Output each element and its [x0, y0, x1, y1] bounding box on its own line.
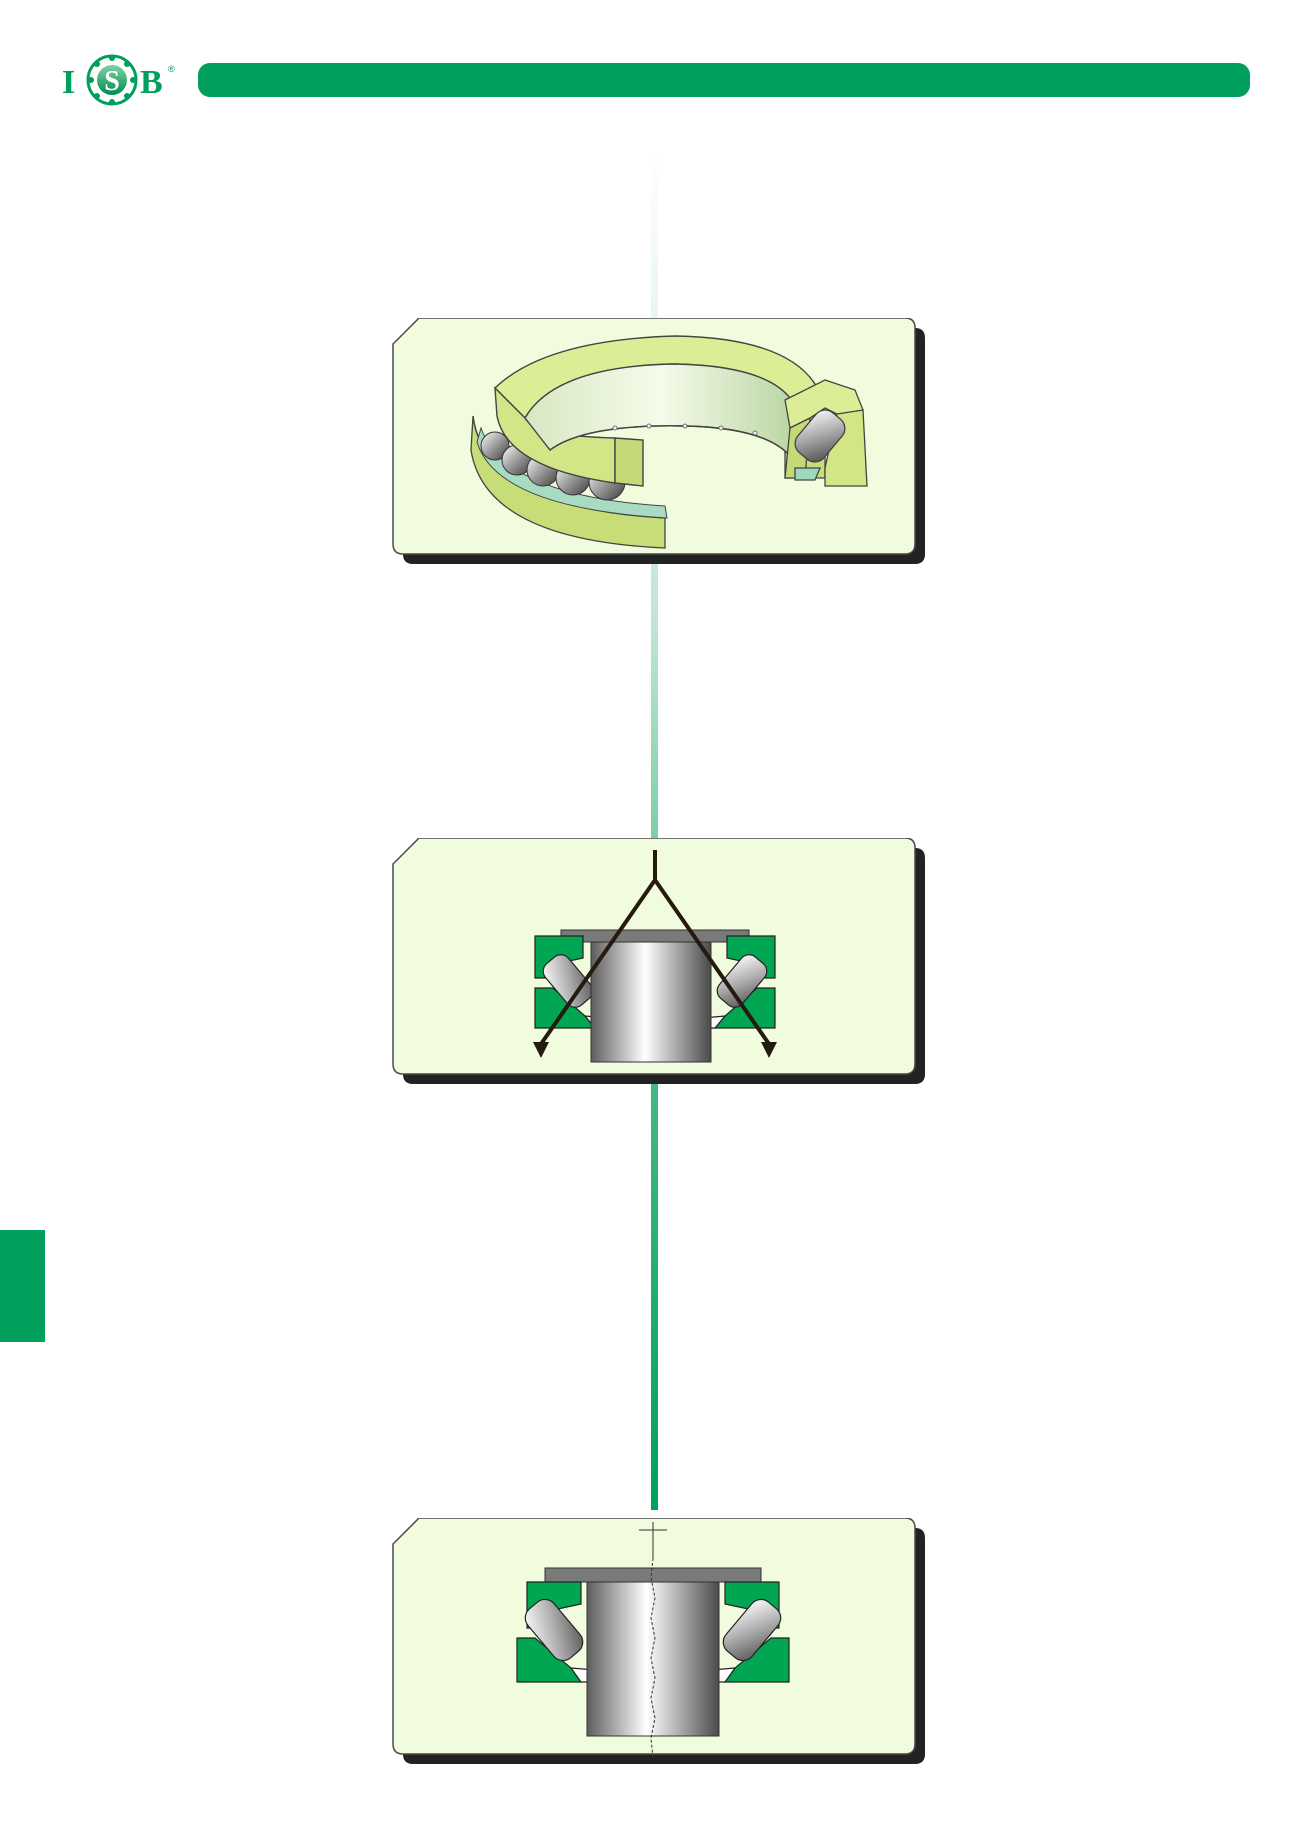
center-axis-line: [639, 1522, 667, 1759]
housing-left: [516, 1581, 596, 1683]
shaft-washer-section: [560, 929, 750, 943]
figure-panel-center-axis: [385, 1518, 945, 1774]
figure-panel-thrust-bearing: [385, 318, 945, 574]
housing-right: [710, 1581, 790, 1683]
shaft: [590, 941, 712, 1063]
header-bar: [198, 63, 1250, 97]
shaft-washer: [493, 335, 821, 487]
logo-letter-s: S: [104, 66, 120, 97]
logo-letter-b: B: [140, 64, 163, 101]
section-side-tab: [0, 1230, 45, 1342]
figure-panel-load-lines: [385, 838, 945, 1094]
arrow-down-icon: [761, 1042, 777, 1058]
vertical-connector-line: [648, 150, 662, 1510]
logo-letter-i: I: [62, 64, 75, 101]
logo-registered-mark: ®: [168, 64, 175, 74]
section-roller: [784, 379, 868, 487]
shaft: [586, 1581, 720, 1737]
load-lines: [539, 850, 771, 1046]
isb-logo: I S B ®: [60, 50, 180, 110]
arrow-down-icon: [533, 1042, 549, 1058]
shaft-washer-section: [544, 1567, 762, 1583]
